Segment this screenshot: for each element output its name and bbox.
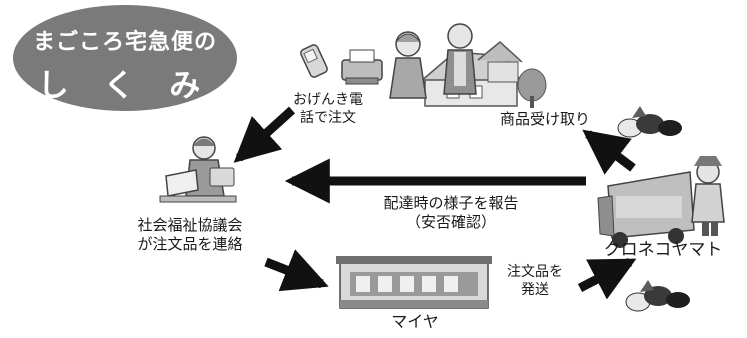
maiya-label: マイヤ — [391, 312, 439, 331]
vegetables-icon — [617, 106, 682, 138]
arrow-ship-goods — [577, 258, 637, 300]
ship-goods-label: 注文品を 発送 — [494, 264, 576, 299]
receive-goods-label: 商品受け取り — [500, 110, 591, 128]
vegetables-icon-2 — [625, 280, 690, 312]
phone-icon — [300, 44, 328, 78]
safety-report-label: 配達時の様子を報告 （安否確認） — [340, 194, 562, 232]
elderly-home-illustration — [389, 23, 547, 108]
safety-report-line-2: （安否確認） — [405, 212, 496, 231]
social-welfare-label: 社会福祉協議会 が注文品を連絡 — [110, 216, 270, 254]
arrow-to-maiya — [264, 249, 329, 292]
ship-goods-line-1: 注文品を — [507, 264, 563, 280]
title-line-1: まごころ宅急便の — [32, 30, 217, 55]
kuroneko-label: クロネコヤマト — [603, 240, 723, 260]
phone-order-line-1: おげんき電 — [293, 92, 363, 108]
phone-order-line-2: 話で注文 — [300, 109, 356, 126]
delivery-driver-illustration — [691, 156, 725, 236]
phone-order-label: おげんき電 話で注文 — [286, 92, 370, 127]
social-welfare-line-1: 社会福祉協議会 — [137, 216, 243, 234]
fax-machine-icon — [341, 49, 383, 85]
safety-report-line-1: 配達時の様子を報告 — [383, 194, 519, 212]
arrow-receive-goods — [582, 129, 636, 175]
supermarket-building-illustration — [336, 256, 492, 309]
delivery-truck-illustration — [597, 171, 695, 248]
diagram-title: まごころ宅急便の し く み — [14, 6, 236, 110]
arrow-phone-order — [233, 106, 296, 163]
staff-at-computer-illustration — [159, 136, 237, 203]
title-oval — [13, 5, 237, 111]
title-line-2: し く み — [37, 68, 213, 104]
social-welfare-line-2: が注文品を連絡 — [137, 234, 243, 253]
ship-goods-line-2: 発送 — [521, 281, 549, 298]
